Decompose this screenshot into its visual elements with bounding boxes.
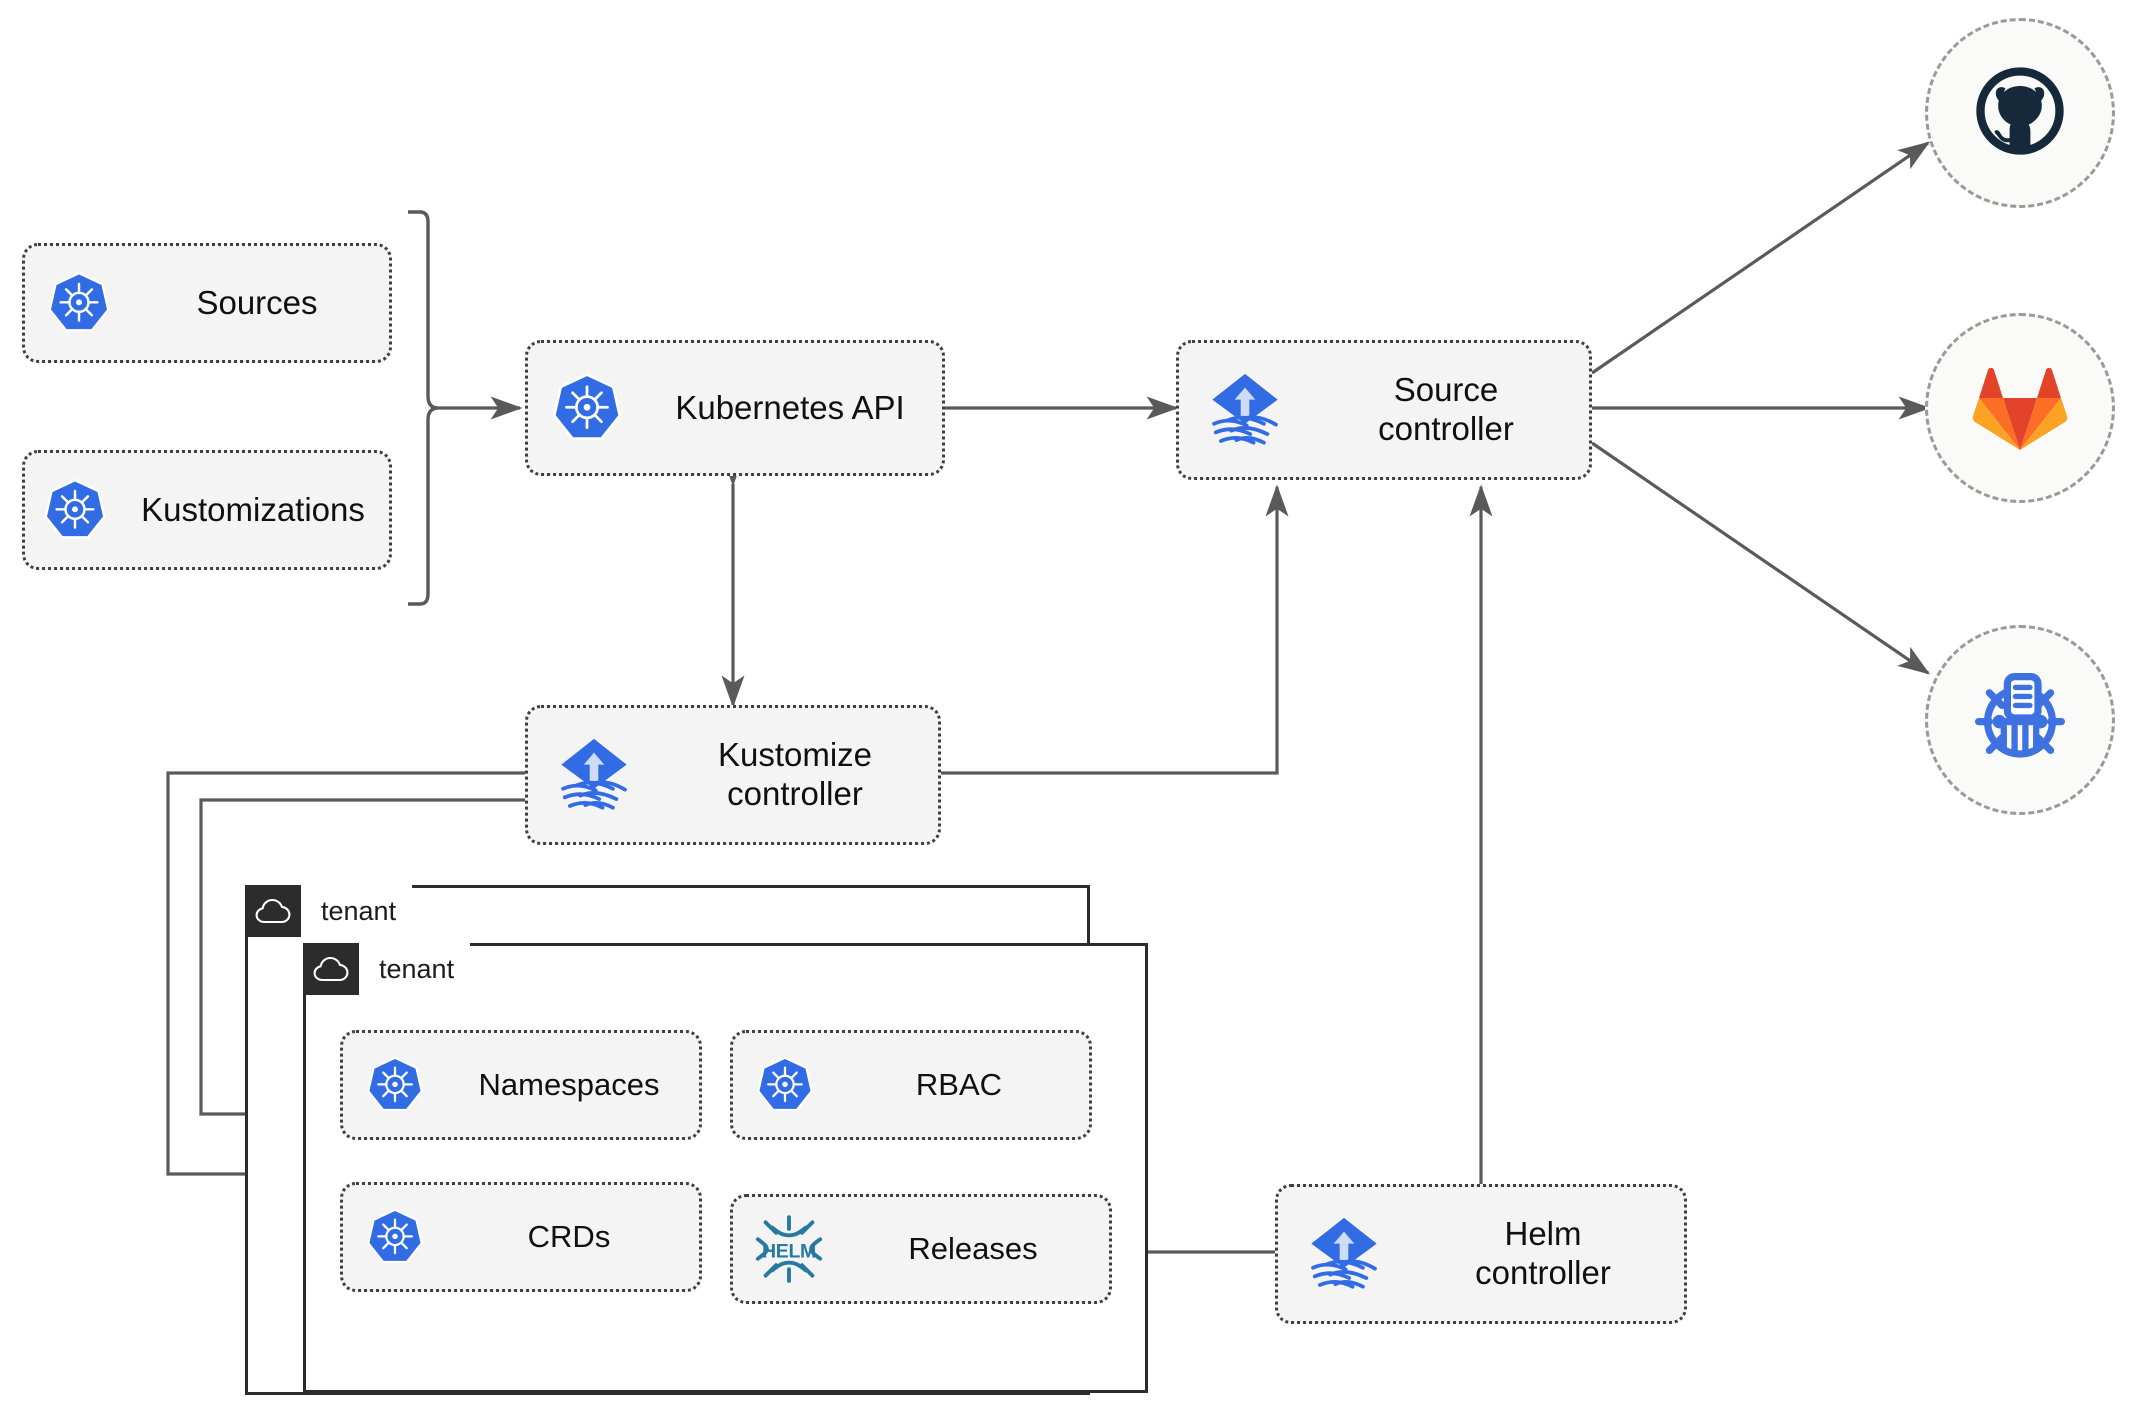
node-source-controller[interactable]: Source controller — [1176, 340, 1592, 480]
helm-chart-repository-icon — [1966, 664, 2074, 777]
flux-icon — [1278, 1211, 1410, 1297]
flux-icon — [1179, 367, 1311, 453]
edge-bracket-sources — [408, 210, 439, 606]
node-kustomize-controller[interactable]: Kustomize controller — [525, 705, 941, 845]
kubernetes-icon — [25, 476, 125, 544]
node-helm-controller[interactable]: Helm controller — [1275, 1184, 1687, 1324]
tenant-resource-label: CRDs — [527, 1218, 611, 1254]
kubernetes-icon — [528, 370, 646, 446]
provider-gitlab[interactable] — [1925, 313, 2115, 503]
edge-kustomize-to-source — [941, 484, 1289, 775]
node-label-kustomize-controller: Kustomize controller — [717, 736, 873, 812]
resource-label-sources: Sources — [196, 283, 318, 321]
tenant-resource-label: Namespaces — [478, 1066, 660, 1102]
provider-github[interactable] — [1925, 18, 2115, 208]
tenant-resource-label: RBAC — [915, 1066, 1003, 1102]
cloud-icon — [303, 943, 359, 995]
tenant-resource-crds[interactable]: CRDs — [340, 1182, 702, 1292]
resource-box-sources[interactable]: Sources — [22, 243, 392, 363]
tenant-label-outer: tenant — [301, 885, 413, 937]
node-label-kubernetes-api: Kubernetes API — [675, 388, 905, 426]
tenant-resource-namespaces[interactable]: Namespaces — [340, 1030, 702, 1140]
resource-box-kustomizations[interactable]: Kustomizations — [22, 450, 392, 570]
cloud-icon — [245, 885, 301, 937]
provider-helm-repository[interactable] — [1925, 625, 2115, 815]
tenant-label-inner: tenant — [359, 943, 471, 995]
tenant-resource-releases[interactable]: HELM Releases — [730, 1194, 1112, 1304]
flux-icon — [528, 732, 660, 818]
kubernetes-icon — [25, 269, 133, 337]
kubernetes-icon — [733, 1054, 837, 1116]
svg-text:HELM: HELM — [762, 1240, 816, 1262]
node-label-source-controller: Source controller — [1378, 371, 1514, 447]
tenant-header-outer: tenant — [245, 885, 413, 937]
edge-source-to-github — [1591, 141, 1931, 375]
gitlab-icon — [1970, 358, 2070, 459]
node-label-helm-controller: Helm controller — [1475, 1215, 1611, 1291]
tenant-container-inner: tenant — [303, 943, 1148, 1393]
node-kubernetes-api[interactable]: Kubernetes API — [525, 340, 945, 476]
helm-icon: HELM — [733, 1213, 845, 1285]
kubernetes-icon — [343, 1206, 447, 1268]
edge-source-to-helm-repository — [1591, 441, 1931, 675]
resource-label-kustomizations: Kustomizations — [141, 490, 365, 528]
tenant-resource-rbac[interactable]: RBAC — [730, 1030, 1092, 1140]
github-icon — [1968, 59, 2072, 168]
kubernetes-icon — [343, 1054, 447, 1116]
tenant-resource-label: Releases — [908, 1230, 1038, 1266]
tenant-header-inner: tenant — [303, 943, 471, 995]
